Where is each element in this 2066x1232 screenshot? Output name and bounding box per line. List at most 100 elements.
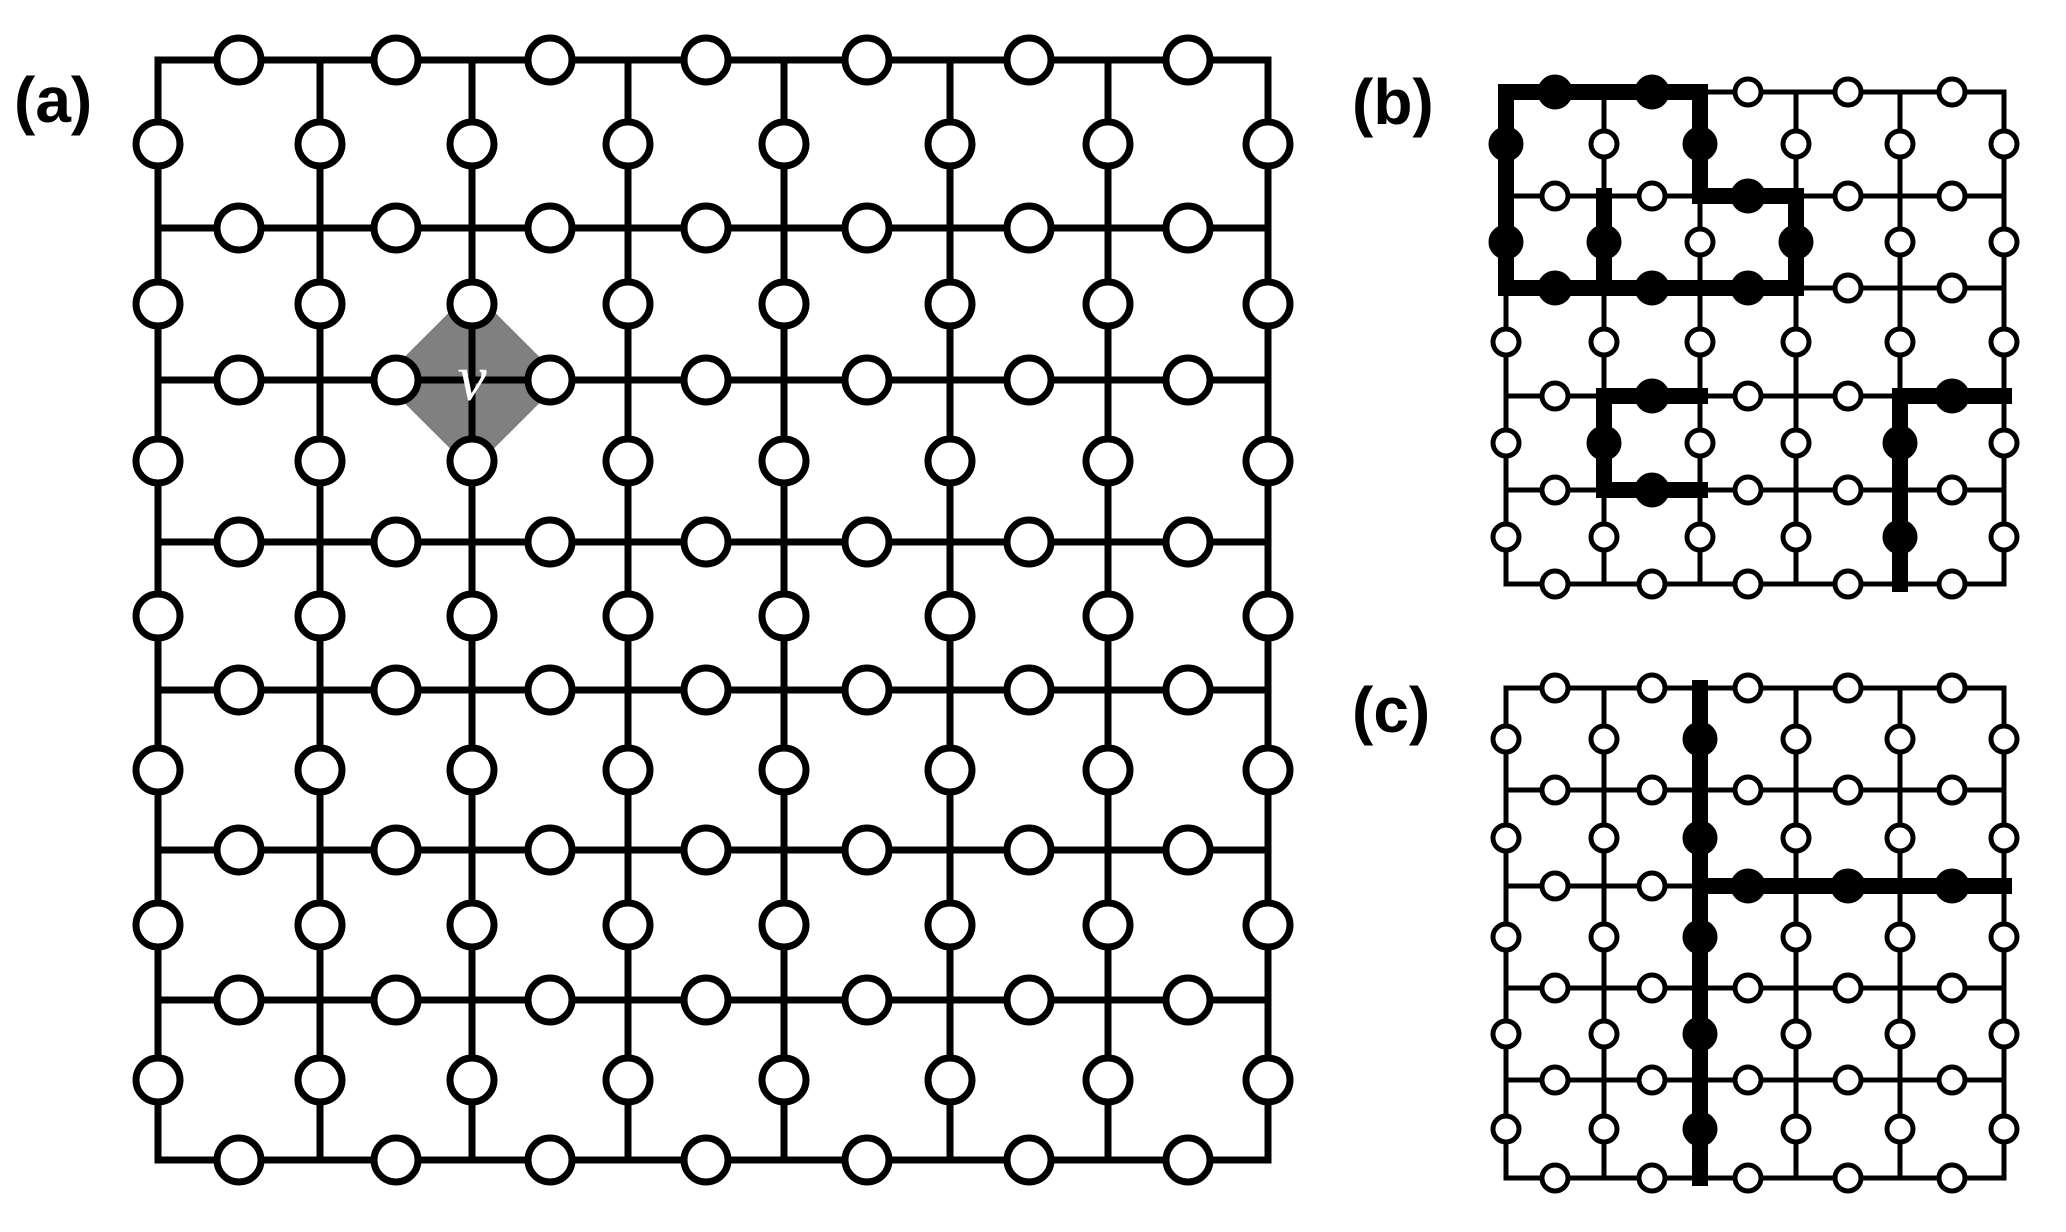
qubit-circle [758,744,810,796]
qubit-circle [1588,822,1620,854]
qubit-circle [1636,774,1668,806]
qubit-circle [1162,664,1214,716]
qubit-circle [1732,1064,1764,1096]
qubit-circle [446,278,498,330]
qubit-circle [924,118,976,170]
qubit-circle [1003,202,1055,254]
qubit-circle [680,824,732,876]
qubit-circle [370,354,422,406]
qubit-circle [1082,278,1134,330]
qubit-circle [1732,1162,1764,1194]
qubit-circle [213,516,265,568]
qubit-circle [841,516,893,568]
qubit-flipped-circle [1778,224,1814,260]
qubit-circle [1490,723,1522,755]
qubit-flipped-circle [1882,519,1918,555]
qubit-circle [602,899,654,951]
qubit-flipped-circle [1586,425,1622,461]
qubit-circle [1588,521,1620,553]
qubit-circle [1588,921,1620,953]
qubit-circle [1242,278,1294,330]
qubit-circle [294,899,346,951]
qubit-circle [446,1054,498,1106]
qubit-circle [1988,521,2020,553]
qubit-circle [1780,326,1812,358]
qubit-circle [1539,1064,1571,1096]
qubit-circle [132,590,184,642]
qubit-circle [758,278,810,330]
qubit-circle [1988,822,2020,854]
qubit-circle [1732,972,1764,1004]
qubit-circle [1636,568,1668,600]
qubit-circle [1539,972,1571,1004]
qubit-circle [1539,1162,1571,1194]
qubit-circles [132,34,1294,1186]
qubit-circle [1082,435,1134,487]
qubit-circle [1988,1113,2020,1145]
qubit-circle [524,1134,576,1186]
qubit-circle [1082,899,1134,951]
qubit-circle [1684,226,1716,258]
qubit-circle [758,590,810,642]
qubit-circle [1082,590,1134,642]
qubit-circle [1490,921,1522,953]
qubit-circle [294,744,346,796]
qubit-circle [1832,474,1864,506]
qubit-circle [1684,326,1716,358]
qubit-circle [524,202,576,254]
qubit-circle [1539,672,1571,704]
qubit-circle [370,34,422,86]
qubit-circle [924,435,976,487]
qubit-flipped-circle [1634,270,1670,306]
qubit-circle [1832,1064,1864,1096]
qubit-circle [1162,516,1214,568]
qubit-flipped-circle [1682,919,1718,955]
qubit-circle [370,516,422,568]
qubit-circle [1988,1018,2020,1050]
qubit-circle [1636,972,1668,1004]
qubit-circle [1539,180,1571,212]
qubit-flipped-circle [1682,1016,1718,1052]
qubit-circle [1162,824,1214,876]
qubit-circle [1936,180,1968,212]
qubit-circle [1936,474,1968,506]
qubit-circle [213,34,265,86]
panel-b-lattice [1488,74,2020,600]
qubit-circle [1490,1018,1522,1050]
qubit-circle [1539,774,1571,806]
qubit-circle [1780,1113,1812,1145]
qubit-circle [758,118,810,170]
qubit-circle [1936,774,1968,806]
qubit-flipped-circle [1634,378,1670,414]
qubit-circle [680,34,732,86]
qubit-circles [1490,672,2020,1194]
lattice-edges [1503,89,2007,587]
qubit-circle [1162,1134,1214,1186]
qubit-circle [1539,474,1571,506]
qubit-circle [1732,474,1764,506]
panel-a-label: (a) [14,64,92,136]
qubit-circle [1988,723,2020,755]
qubit-flipped-circle [1934,378,1970,414]
qubit-circle [1780,1018,1812,1050]
qubit-circle [1636,870,1668,902]
qubit-circle [213,354,265,406]
qubit-circle [602,1054,654,1106]
qubit-circle [680,1134,732,1186]
qubit-circle [370,202,422,254]
qubit-flipped-circle [1586,224,1622,260]
qubit-circle [1082,118,1134,170]
qubit-circle [1936,672,1968,704]
lattice-edges [1503,685,2007,1181]
qubit-circle [1988,226,2020,258]
qubit-circle [1832,1162,1864,1194]
qubit-circle [841,354,893,406]
qubit-circle [1162,202,1214,254]
qubit-circle [1732,672,1764,704]
qubit-circle [1936,1064,1968,1096]
qubit-circle [602,278,654,330]
qubit-circle [924,899,976,951]
qubit-circle [1732,76,1764,108]
qubit-circle [1832,774,1864,806]
qubit-circle [1884,226,1916,258]
